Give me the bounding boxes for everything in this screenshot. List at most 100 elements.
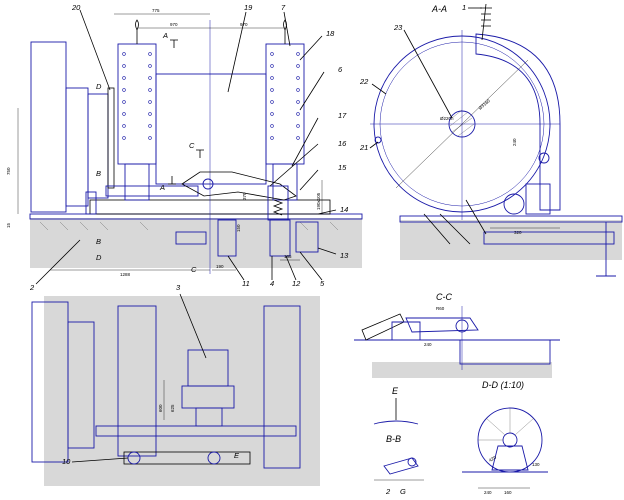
plan-left-drum [117, 305, 157, 457]
hole [122, 112, 126, 116]
hole [122, 136, 126, 140]
part-5: 5 [320, 279, 325, 288]
leader-12 [285, 255, 297, 281]
front-ground-hatch [39, 221, 339, 231]
detail-e: E [373, 386, 419, 425]
link-pivot-right [207, 451, 221, 465]
motor-left-cover [65, 87, 89, 207]
marker-b-bottom: B [96, 237, 101, 246]
left-drum-holes [122, 52, 152, 140]
leader-19 [227, 11, 247, 93]
section-a-a-title: A-A [431, 4, 447, 14]
hole [270, 100, 274, 104]
part-12: 12 [292, 279, 301, 288]
dim-970a: 970 [170, 22, 178, 27]
hinge-right [538, 152, 550, 164]
left-drum [117, 43, 157, 165]
leader-3 [179, 293, 207, 359]
hole [270, 124, 274, 128]
bb-pin [407, 457, 417, 467]
part-18: 18 [326, 29, 335, 38]
part-21: 21 [359, 143, 368, 152]
drum-guard [475, 33, 561, 211]
dim-130: 130 [532, 462, 540, 467]
marker-a-bottom: A [159, 183, 165, 192]
dim-775: 775 [152, 8, 160, 13]
marker-d-top: D [96, 82, 102, 91]
hole [148, 124, 152, 128]
dim-60: R60 [436, 306, 445, 311]
leader-15 [299, 169, 319, 191]
motor-block [525, 183, 551, 215]
hole [270, 88, 274, 92]
marker-a-top: A [162, 31, 168, 40]
dim-245: 240 [512, 138, 517, 146]
section-c-c: C-C R60 240 [354, 292, 560, 378]
cc-beam [459, 339, 551, 365]
hole [296, 88, 300, 92]
part-11: 11 [242, 279, 250, 288]
marker-c-bottom: C [191, 265, 197, 274]
leader-14 [317, 209, 337, 215]
bb-link [383, 457, 419, 475]
part-13: 13 [340, 251, 349, 260]
hole [148, 52, 152, 56]
dim-150: 150 [236, 224, 241, 232]
hole [122, 52, 126, 56]
part-20: 20 [71, 3, 81, 12]
hole [122, 88, 126, 92]
section-d-d-title: D-D (1:10) [482, 380, 524, 390]
hole [270, 64, 274, 68]
leader-17 [291, 117, 319, 167]
foundation-block-11 [217, 219, 237, 257]
dim-320: 320 [514, 230, 522, 235]
marker-c-top-arrow [196, 149, 204, 158]
dim-750: 750 [6, 167, 11, 175]
plan-view: 600 625 3 10 E [31, 283, 320, 486]
hole [270, 76, 274, 80]
hole [122, 124, 126, 128]
hole [296, 100, 300, 104]
hole [148, 136, 152, 140]
marker-c-top: C [189, 141, 195, 150]
part-6: 6 [338, 65, 343, 74]
front-ground [30, 218, 362, 268]
hole [148, 64, 152, 68]
marker-z: 2 [385, 487, 391, 496]
foundation-block-12 [269, 219, 291, 257]
dim-240-dd: 240 [484, 490, 492, 495]
cc-bracket [391, 321, 421, 341]
leader-6 [299, 71, 325, 111]
aa-lower-beam [483, 231, 615, 245]
hole [296, 64, 300, 68]
left-drum-stand [124, 163, 150, 201]
hanger-1 [480, 3, 492, 41]
coupling-part-20 [107, 87, 115, 189]
dd-hub [502, 432, 518, 448]
aa-strut [423, 199, 487, 245]
leader-22 [371, 83, 387, 95]
part-10: 10 [62, 457, 71, 466]
part-16: 16 [338, 139, 347, 148]
part-15: 15 [338, 163, 347, 172]
foundation-block-13 [295, 221, 319, 253]
part-22: 22 [359, 77, 369, 86]
hole [270, 52, 274, 56]
leader-21 [369, 141, 379, 149]
leader-7 [283, 11, 291, 47]
bracket-17 [267, 185, 289, 221]
motor-left-body [30, 41, 67, 213]
hole [148, 76, 152, 80]
dim-240-cc: 240 [424, 342, 432, 347]
leader-16 [269, 143, 319, 187]
aa-ground [400, 220, 622, 260]
section-c-c-title: C-C [436, 292, 452, 302]
plan-motor-cover [67, 321, 95, 449]
main-shaft [105, 185, 199, 197]
dim-220: Ø220h [440, 116, 454, 121]
aa-diagonal [395, 59, 529, 189]
leader-5 [299, 251, 323, 281]
hole [270, 136, 274, 140]
part-1: 1 [462, 3, 466, 12]
